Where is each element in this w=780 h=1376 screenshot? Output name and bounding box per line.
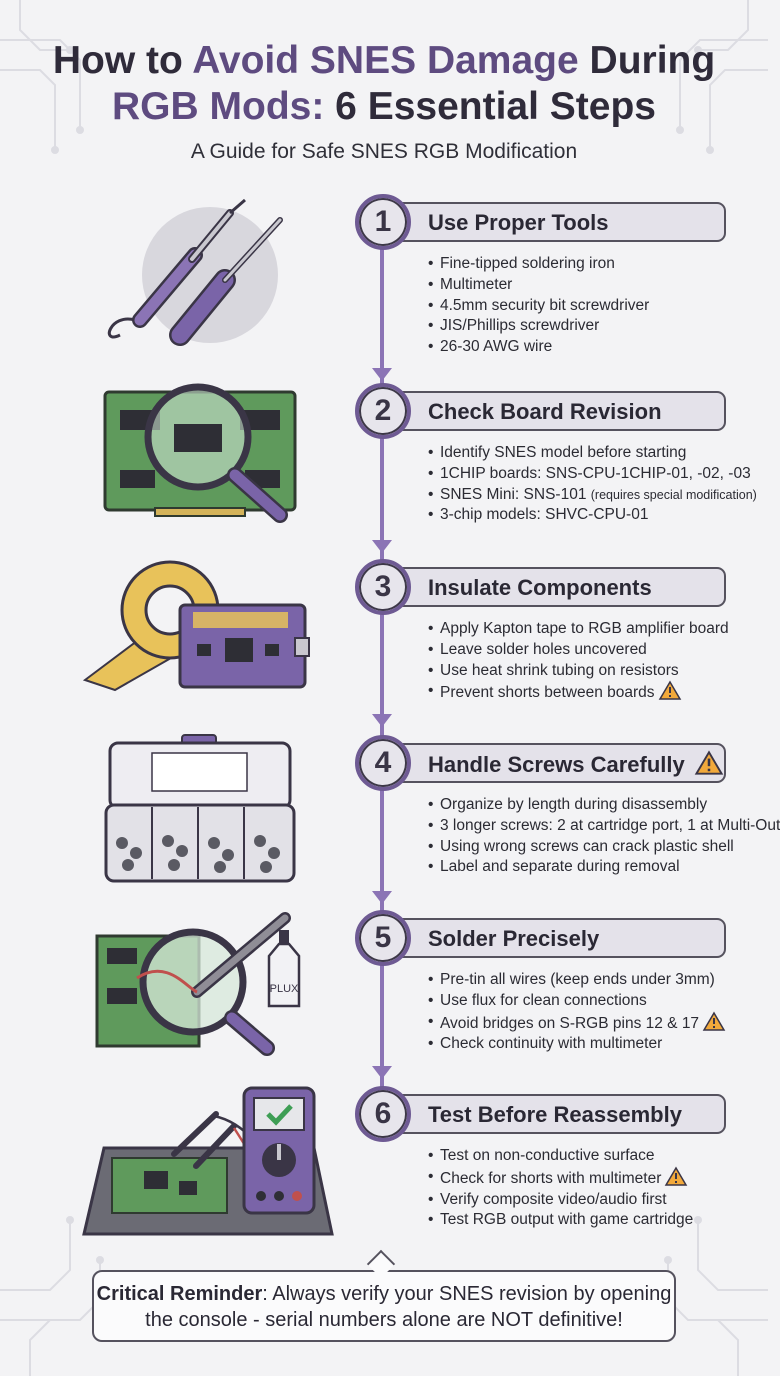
list-item: Test RGB output with game cartridge bbox=[428, 1210, 693, 1231]
check-icon bbox=[266, 1104, 293, 1126]
step-title: Check Board Revision bbox=[428, 399, 662, 424]
list-item: Fine-tipped soldering iron bbox=[428, 254, 649, 275]
list-item: Use heat shrink tubing on resistors bbox=[428, 661, 729, 682]
title-part-2: During bbox=[578, 39, 716, 82]
step-list: Apply Kapton tape to RGB amplifier board… bbox=[428, 619, 729, 704]
flux-bottle-icon: PLUX bbox=[267, 930, 301, 1008]
list-item-text: Check for shorts with multimeter bbox=[440, 1169, 662, 1187]
precision-soldering-illustration: PLUX bbox=[95, 912, 301, 1056]
screwdriver-icon bbox=[169, 217, 283, 346]
list-item: JIS/Phillips screwdriver bbox=[428, 316, 649, 337]
warning-icon bbox=[702, 1011, 726, 1031]
step-title: Test Before Reassembly bbox=[428, 1102, 682, 1127]
magnifier-icon bbox=[144, 383, 288, 523]
list-item: 3 longer screws: 2 at cartridge port, 1 … bbox=[428, 816, 780, 837]
list-item: 1CHIP boards: SNS-CPU-1CHIP-01, -02, -03 bbox=[428, 464, 757, 485]
timeline-arrow bbox=[372, 891, 392, 904]
soldering-iron-icon bbox=[191, 912, 291, 998]
list-item: Pre-tin all wires (keep ends under 3mm) bbox=[428, 970, 725, 991]
list-item: Prevent shorts between boards bbox=[428, 680, 729, 704]
reminder-label: Critical Reminder bbox=[96, 1283, 263, 1305]
list-item-text: Prevent shorts between boards bbox=[440, 684, 655, 702]
step-list: Organize by length during disassembly 3 … bbox=[428, 795, 780, 878]
title-accent-1: Avoid SNES Damage bbox=[192, 39, 579, 82]
title-part-1: How to bbox=[52, 39, 193, 82]
title-part-3: 6 Essential Steps bbox=[324, 85, 656, 128]
timeline-arrow bbox=[372, 1066, 392, 1079]
list-item: 3-chip models: SHVC-CPU-01 bbox=[428, 505, 757, 526]
list-item: Using wrong screws can crack plastic she… bbox=[428, 837, 780, 858]
soldering-tools-illustration bbox=[107, 198, 283, 346]
step-list: Fine-tipped soldering iron Multimeter 4.… bbox=[428, 254, 649, 358]
list-item-text: SNES Mini: SNS-101 bbox=[440, 485, 587, 503]
rgb-board-icon bbox=[178, 603, 310, 689]
step-header-bar bbox=[380, 918, 726, 958]
multimeter-test-illustration bbox=[82, 1086, 334, 1236]
reminder-line-2: the console - serial numbers alone are N… bbox=[145, 1309, 623, 1331]
timeline-arrow bbox=[372, 714, 392, 727]
step-number: 6 bbox=[355, 1086, 411, 1142]
circuit-board-magnifier-illustration bbox=[103, 383, 297, 523]
title-accent-2: RGB Mods: bbox=[112, 85, 325, 128]
step-number: 2 bbox=[355, 383, 411, 439]
warning-icon bbox=[694, 750, 724, 775]
page-title: How to Avoid SNES Damage During RGB Mods… bbox=[0, 38, 768, 130]
list-item: Apply Kapton tape to RGB amplifier board bbox=[428, 619, 729, 640]
list-item: Verify composite video/audio first bbox=[428, 1190, 693, 1211]
list-item-note: (requires special modification) bbox=[590, 487, 757, 502]
list-item: Avoid bridges on S-RGB pins 12 & 17 bbox=[428, 1011, 726, 1035]
critical-reminder: Critical Reminder: Always verify your SN… bbox=[92, 1270, 676, 1342]
step-list: Pre-tin all wires (keep ends under 3mm) … bbox=[428, 970, 726, 1055]
subtitle: A Guide for Safe SNES RGB Modification bbox=[190, 140, 578, 163]
timeline-arrow bbox=[372, 368, 392, 381]
list-item-text: Avoid bridges on S-RGB pins 12 & 17 bbox=[440, 1014, 700, 1032]
magnifier-icon bbox=[139, 928, 275, 1056]
step-number: 3 bbox=[355, 559, 411, 615]
timeline-arrow bbox=[372, 540, 392, 553]
step-header-bar bbox=[380, 391, 726, 431]
step-title-text: Handle Screws Carefully bbox=[428, 752, 685, 777]
list-item: Leave solder holes uncovered bbox=[428, 640, 729, 661]
kapton-tape-board-illustration bbox=[82, 560, 310, 692]
list-item: Use flux for clean connections bbox=[428, 991, 725, 1012]
flux-bottle-label: PLUX bbox=[270, 983, 299, 995]
list-item: Organize by length during disassembly bbox=[428, 795, 780, 816]
step-number: 5 bbox=[355, 910, 411, 966]
step-list: Test on non-conductive surface Check for… bbox=[428, 1146, 693, 1231]
list-item: Check for shorts with multimeter bbox=[428, 1166, 693, 1190]
list-item: Multimeter bbox=[428, 275, 649, 296]
step-list: Identify SNES model before starting 1CHI… bbox=[428, 443, 757, 526]
reminder-line-1: : Always verify your SNES revision by op… bbox=[262, 1283, 672, 1305]
step-title: Use Proper Tools bbox=[428, 210, 609, 235]
step-title: Insulate Components bbox=[428, 575, 652, 600]
step-header-bar bbox=[380, 567, 726, 607]
list-item: SNES Mini: SNS-101 (requires special mod… bbox=[428, 485, 757, 506]
list-item: Label and separate during removal bbox=[428, 857, 780, 878]
multimeter-icon bbox=[242, 1086, 316, 1215]
list-item: Test on non-conductive surface bbox=[428, 1146, 693, 1167]
list-item: 26-30 AWG wire bbox=[428, 337, 649, 358]
soldering-iron-icon bbox=[107, 198, 246, 339]
step-title: Handle Screws Carefully bbox=[428, 750, 724, 778]
step-header-bar bbox=[380, 202, 726, 242]
list-item: Check continuity with multimeter bbox=[428, 1034, 725, 1055]
step-number: 4 bbox=[355, 735, 411, 791]
list-item: 4.5mm security bit screwdriver bbox=[428, 296, 649, 317]
list-item: Identify SNES model before starting bbox=[428, 443, 757, 464]
step-title: Solder Precisely bbox=[428, 926, 600, 951]
timeline-line bbox=[380, 245, 384, 1115]
warning-icon bbox=[665, 1166, 688, 1186]
warning-icon bbox=[658, 680, 681, 701]
step-number: 1 bbox=[355, 194, 411, 250]
screw-organizer-illustration bbox=[104, 734, 296, 883]
